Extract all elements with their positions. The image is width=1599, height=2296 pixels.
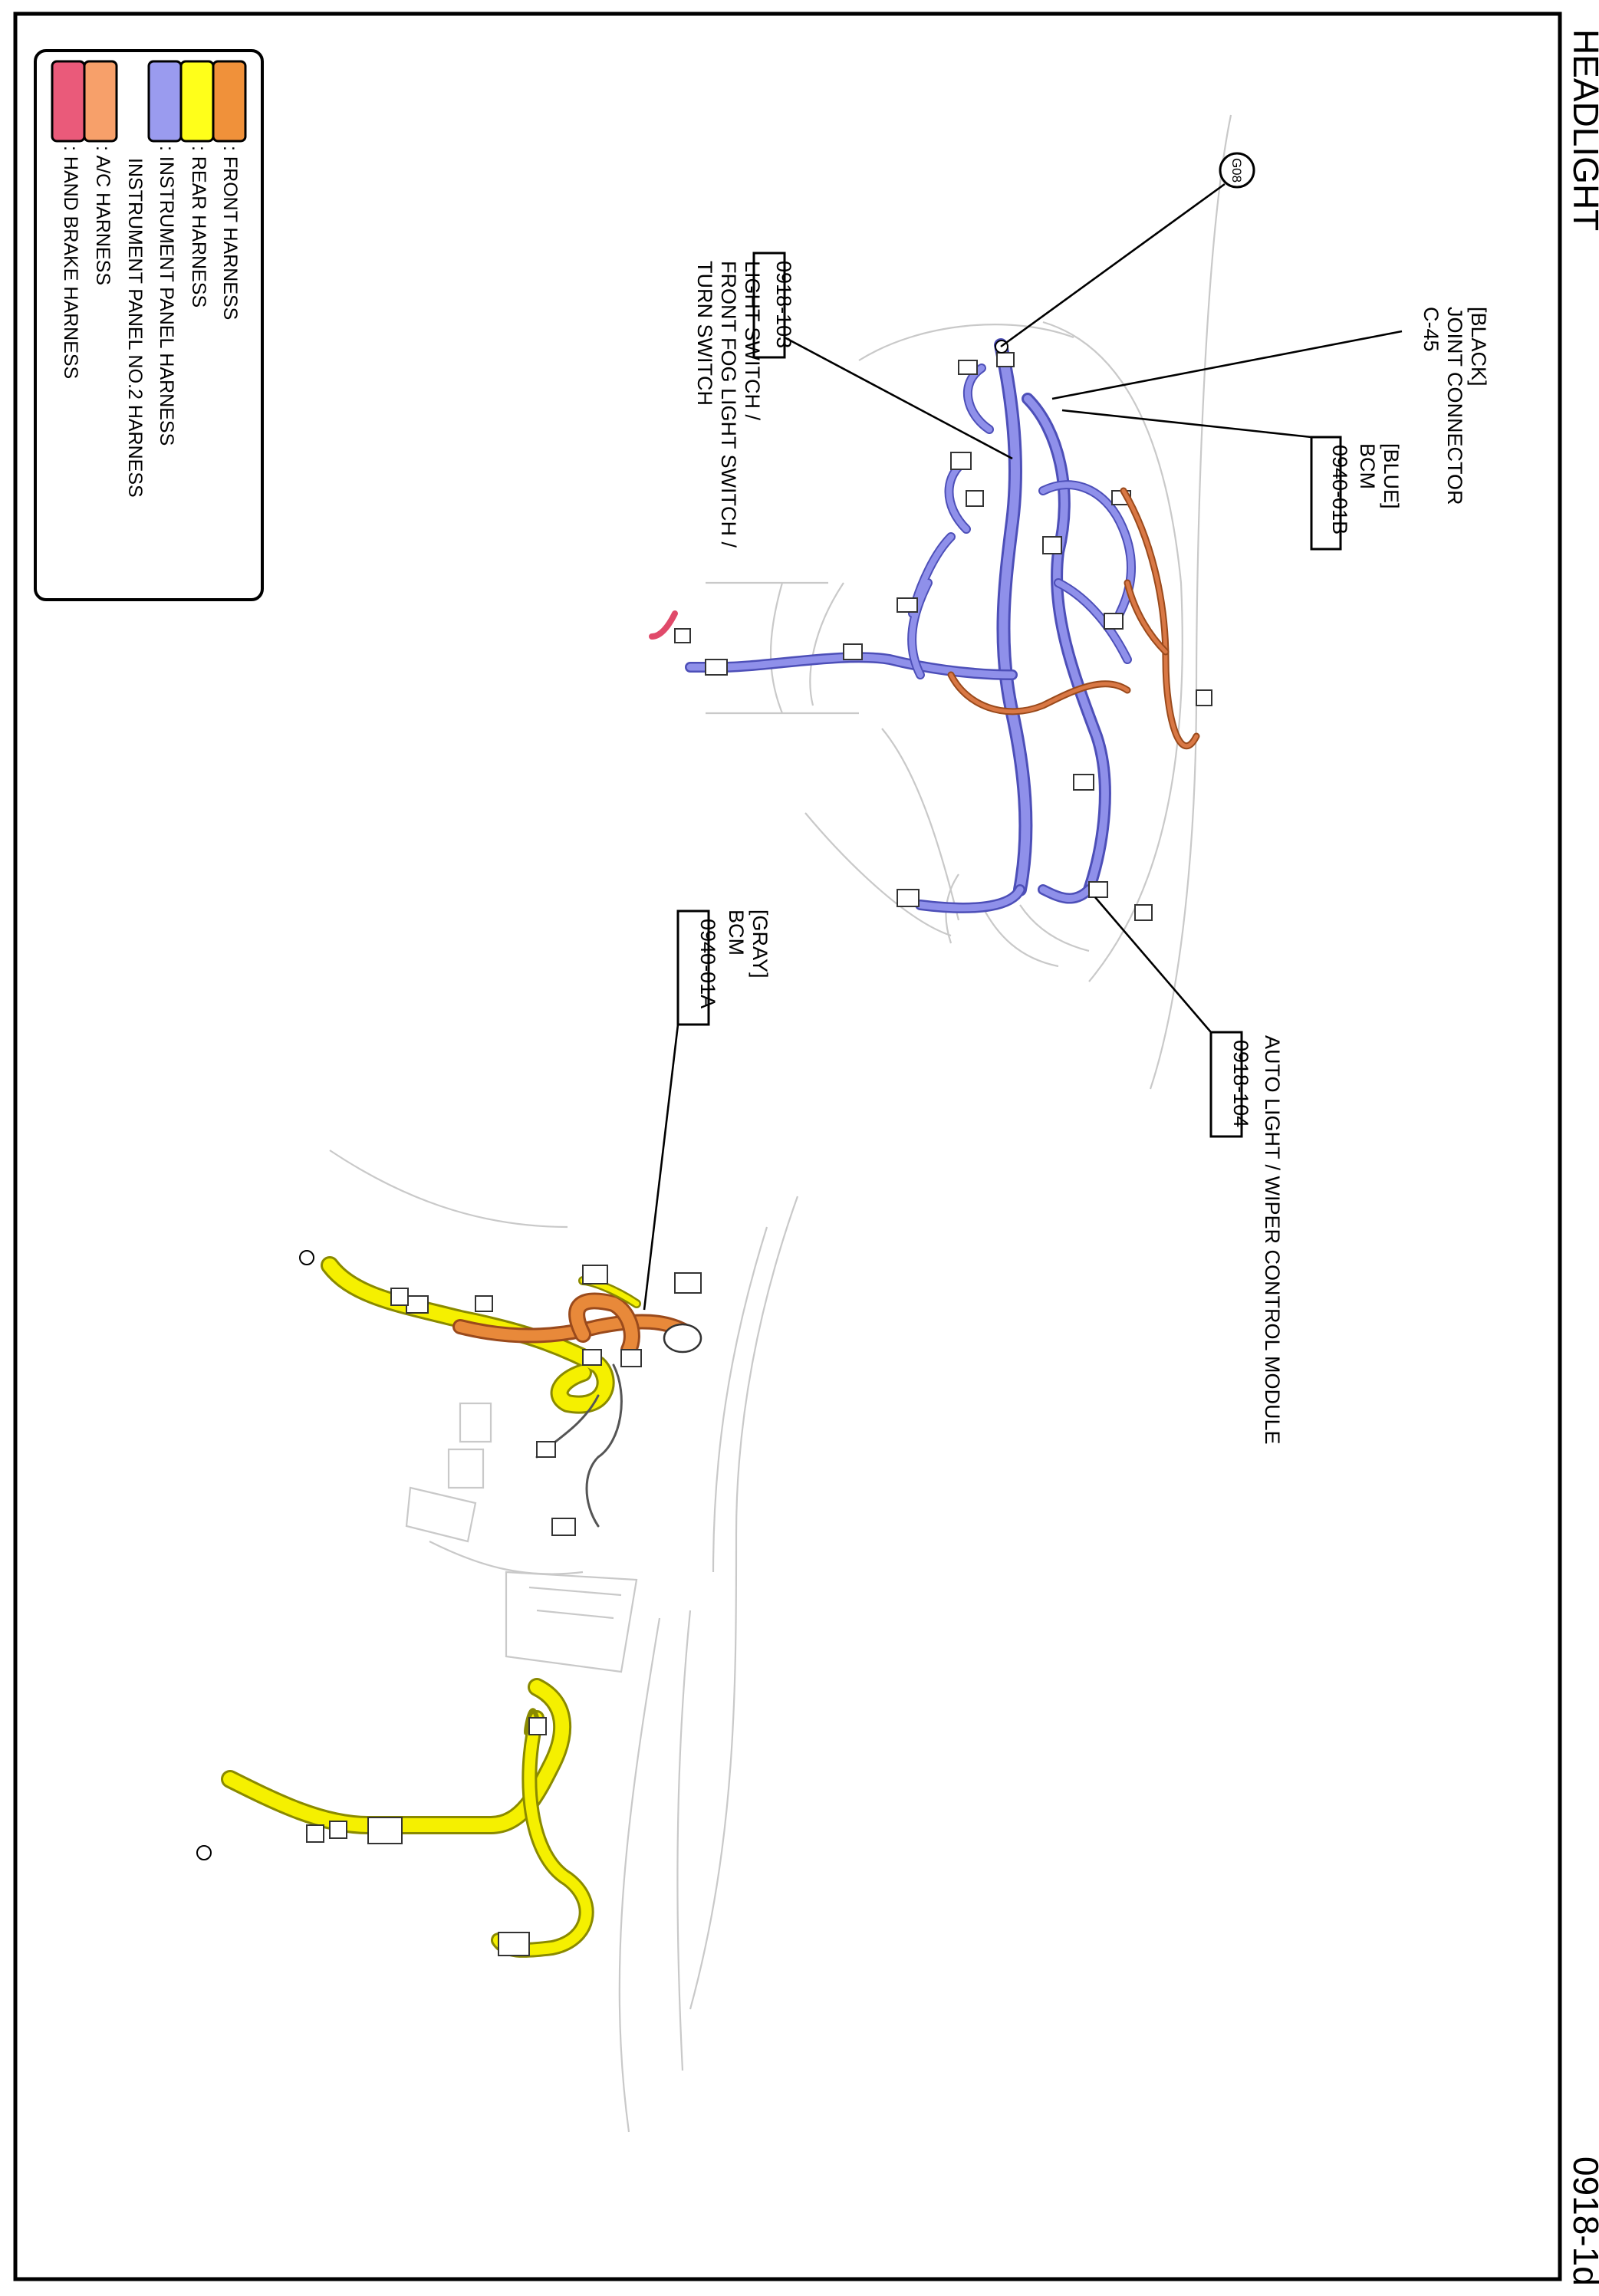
auto-light-code-box	[1209, 1031, 1243, 1138]
connector	[498, 1932, 530, 1956]
leader-light-switch	[784, 336, 1013, 460]
bcm-gray-name: BCM	[725, 910, 748, 956]
floor-outline	[329, 1150, 799, 2133]
connector	[551, 1518, 576, 1536]
auto-light-name: AUTO LIGHT / WIPER CONTROL MODULE	[1261, 1035, 1284, 1445]
connector	[1042, 536, 1062, 554]
connector	[674, 628, 691, 643]
ground-g08-marker	[1219, 152, 1255, 189]
grommet	[663, 1323, 702, 1354]
connector	[306, 1824, 324, 1843]
page-frame	[13, 12, 1562, 2281]
bcm-gray-code-box	[676, 910, 710, 1026]
instrument-panel-harness	[674, 338, 1212, 921]
connector	[958, 360, 978, 375]
connector	[1073, 774, 1094, 791]
light-switch-line2: FRONT FOG LIGHT SWITCH /	[717, 261, 740, 548]
connector	[582, 1349, 602, 1366]
legend-label-rear: : REAR HARNESS	[188, 146, 209, 308]
legend: : FRONT HARNESS : REAR HARNESS : INSTRUM…	[34, 49, 264, 601]
front-and-rear-harness	[321, 1256, 702, 1536]
bcm-gray-code: 0940-01A	[696, 919, 719, 1008]
legend-label-instrument-no2: INSTRUMENT PANEL NO.2 HARNESS	[124, 158, 146, 498]
connector	[620, 1349, 642, 1367]
connector	[950, 452, 972, 470]
leader-auto-light	[1094, 896, 1212, 1033]
connector	[1196, 689, 1212, 706]
page-code: 0918-1d	[1566, 2156, 1599, 2286]
auto-light-code: 0918-104	[1229, 1040, 1252, 1127]
connector	[528, 1717, 547, 1735]
legend-label-handbrake: : HAND BRAKE HARNESS	[60, 146, 81, 379]
connector	[406, 1295, 429, 1314]
page-title: HEADLIGHT	[1566, 29, 1599, 231]
connector	[705, 659, 728, 676]
connector	[996, 352, 1015, 367]
joint-connector-code: C-45	[1420, 307, 1443, 352]
connector	[897, 889, 920, 907]
light-switch-code: 0918-103	[772, 261, 795, 348]
connector	[390, 1288, 409, 1306]
connector	[1134, 904, 1153, 921]
hand-brake-harness-stub	[649, 610, 678, 640]
ground-g08-code: G08	[1229, 158, 1244, 183]
light-switch-code-box	[752, 252, 786, 359]
bcm-blue-code-box	[1310, 436, 1342, 551]
light-switch-line1: LIGHT SWITCH /	[741, 261, 764, 421]
ac-harness	[947, 487, 1200, 750]
leader-bcm-gray	[643, 1024, 679, 1311]
legend-swatch-handbrake	[51, 60, 86, 143]
legend-swatch-instrument	[147, 60, 183, 143]
connector	[329, 1821, 347, 1839]
connector	[966, 490, 984, 507]
ground-terminal-icon	[196, 1845, 212, 1860]
legend-label-front: : FRONT HARNESS	[219, 146, 241, 320]
light-switch-line3: TURN SWITCH	[693, 261, 716, 406]
legend-label-ac: : A/C HARNESS	[92, 146, 114, 285]
bcm-blue-name: BCM	[1356, 443, 1379, 489]
leader-bcm-blue	[1061, 409, 1312, 439]
dashboard-outline	[706, 114, 1232, 1090]
leader-joint-connector	[1051, 330, 1403, 400]
legend-label-instrument: : INSTRUMENT PANEL HARNESS	[156, 146, 177, 446]
joint-connector-color: [BLACK]	[1467, 307, 1490, 387]
bcm-gray-color: [GRAY]	[749, 910, 772, 979]
connector	[1104, 613, 1124, 630]
joint-connector-name: JOINT CONNECTOR	[1443, 307, 1466, 505]
legend-swatch-front	[212, 60, 247, 143]
bcm-blue-color: [BLUE]	[1380, 443, 1403, 509]
legend-swatch-rear	[179, 60, 215, 143]
bcm-blue-code: 0940-01B	[1328, 445, 1351, 535]
connector	[674, 1272, 702, 1294]
connector	[897, 597, 918, 613]
legend-box	[34, 49, 264, 601]
connector	[536, 1441, 556, 1458]
connector	[367, 1817, 403, 1844]
connector	[843, 643, 863, 660]
connector	[475, 1295, 493, 1312]
legend-swatch-ac	[83, 60, 118, 143]
connector	[582, 1265, 608, 1285]
rear-harness-lower	[221, 1678, 594, 1958]
ground-terminal-icon	[299, 1250, 314, 1265]
connector	[1088, 881, 1108, 898]
leader-g08	[1000, 183, 1226, 348]
